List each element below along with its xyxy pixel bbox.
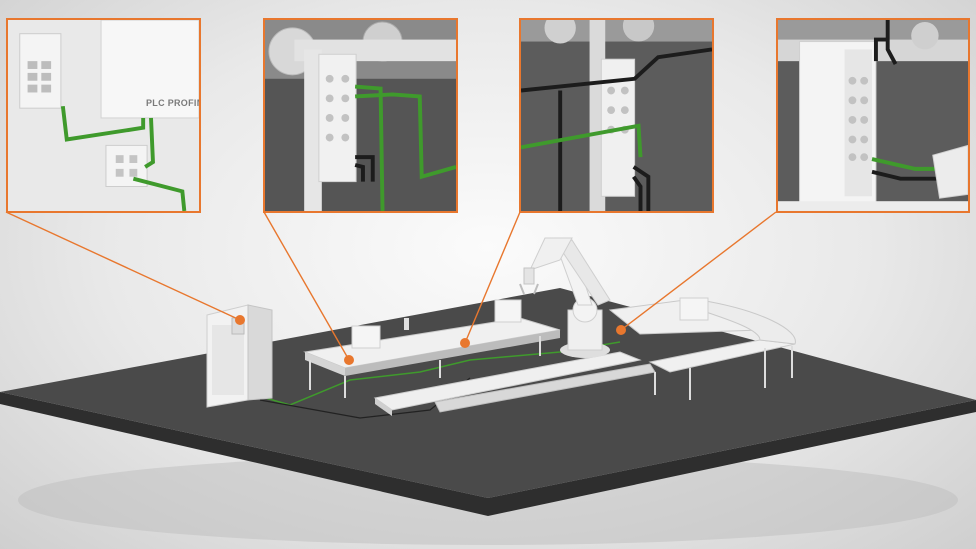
inset-conveyor-io-module xyxy=(263,18,458,213)
conveyor-right xyxy=(608,297,796,400)
callout-line-plc xyxy=(5,211,241,321)
callout-line-conveyor-2 xyxy=(464,211,521,344)
marker-plc xyxy=(235,315,245,325)
callout-line-robot xyxy=(620,211,777,331)
marker-conveyor-1 xyxy=(344,355,354,365)
inset-plc-profinet: PLC PROFINET xyxy=(6,18,201,213)
plc-profinet-label: PLC PROFINET xyxy=(146,98,199,108)
inset-axis-io-module xyxy=(519,18,714,213)
callout-lines xyxy=(5,211,777,361)
conveyor-io-inset-graphic xyxy=(265,20,456,211)
conveyor-left xyxy=(303,299,561,398)
plc-inset-graphic xyxy=(8,20,199,211)
callout-line-conveyor-1 xyxy=(263,211,350,361)
axis-io-inset-graphic xyxy=(521,20,712,211)
marker-robot xyxy=(616,325,626,335)
marker-conveyor-2 xyxy=(460,338,470,348)
inset-robot-io-module xyxy=(776,18,970,213)
robot-io-inset-graphic xyxy=(778,20,968,211)
robot-arm xyxy=(519,237,611,358)
